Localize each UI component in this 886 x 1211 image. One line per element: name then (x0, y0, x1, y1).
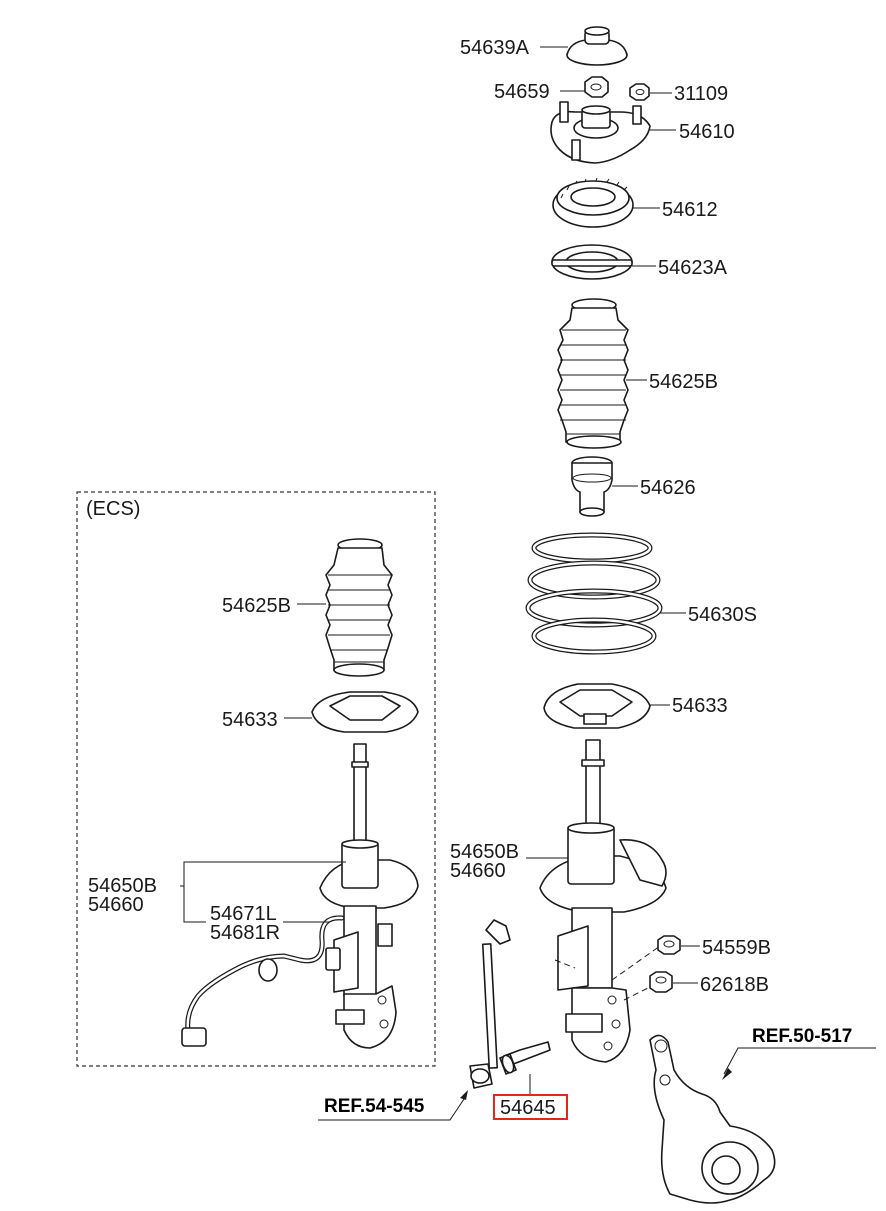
label-ecs-dust-cover: 54625B (222, 595, 291, 617)
arrow-ref-stabilizer (460, 1090, 468, 1100)
leader-ref-knuckle (723, 1047, 876, 1075)
coil-spring-part[interactable] (525, 532, 663, 655)
arrow-ref-knuckle (722, 1068, 732, 1080)
label-bolt[interactable]: 54645 (500, 1097, 556, 1119)
ecs-strut-part[interactable] (319, 743, 419, 1049)
label-ecs-sensor-2: 54681R (210, 922, 280, 944)
bracket-ecs-sensor (183, 886, 206, 923)
label-flange-nut: 54559B (702, 937, 771, 959)
label-lower-spring-pad: 54633 (672, 695, 728, 717)
leader-ref-stabilizer (318, 1095, 467, 1121)
label-main-strut-1: 54650B (450, 841, 519, 863)
ecs-sensor-wire-part[interactable] (181, 915, 345, 1047)
label-main-strut-2: 54660 (450, 860, 506, 882)
label-center-nut: 54659 (494, 81, 550, 103)
upper-spring-pad-part[interactable] (551, 244, 633, 280)
label-side-nut: 31109 (674, 83, 728, 105)
ref-knuckle[interactable]: REF.50-517 (752, 1026, 852, 1047)
ecs-lower-spring-pad-part[interactable] (311, 691, 419, 733)
bolt-part[interactable] (499, 1041, 551, 1075)
label-dust-cover: 54625B (649, 371, 718, 393)
steering-knuckle-part[interactable] (649, 1034, 776, 1204)
ecs-title: (ECS) (86, 498, 140, 520)
bracket-ecs-strut (180, 861, 346, 887)
strut-mount-part[interactable] (550, 101, 651, 164)
label-top-mount-cap: 54639A (460, 37, 530, 59)
label-ecs-strut-2: 54660 (88, 894, 144, 916)
bump-stopper-part[interactable] (571, 456, 613, 517)
lock-nut-part[interactable] (649, 971, 673, 993)
highlight-box-bolt (493, 1094, 568, 1120)
label-lock-nut: 62618B (700, 974, 769, 996)
ref-stabilizer[interactable]: REF.54-545 (324, 1096, 425, 1117)
dust-cover-part[interactable] (557, 298, 629, 449)
label-bump-stopper: 54626 (640, 477, 696, 499)
center-nut-part[interactable] (584, 76, 609, 98)
lower-spring-pad-part[interactable] (543, 683, 651, 729)
label-strut-mount: 54610 (679, 121, 735, 143)
label-upper-spring-pad: 54623A (658, 257, 728, 279)
label-ecs-lower-spring-pad: 54633 (222, 709, 278, 731)
label-coil-spring: 54630S (688, 604, 757, 626)
ecs-dust-cover-part[interactable] (325, 538, 393, 677)
main-strut-part[interactable] (539, 739, 667, 1063)
flange-nut-part[interactable] (657, 935, 681, 955)
top-mount-cap-part[interactable] (566, 26, 628, 66)
label-ecs-sensor-1: 54671L (210, 903, 277, 925)
bearing-part[interactable] (552, 177, 634, 228)
ecs-inset-frame (76, 491, 436, 1067)
label-ecs-strut-1: 54650B (88, 875, 157, 897)
label-bearing: 54612 (662, 199, 718, 221)
side-nut-part[interactable] (629, 83, 650, 101)
stabilizer-link-part[interactable] (469, 919, 511, 1089)
